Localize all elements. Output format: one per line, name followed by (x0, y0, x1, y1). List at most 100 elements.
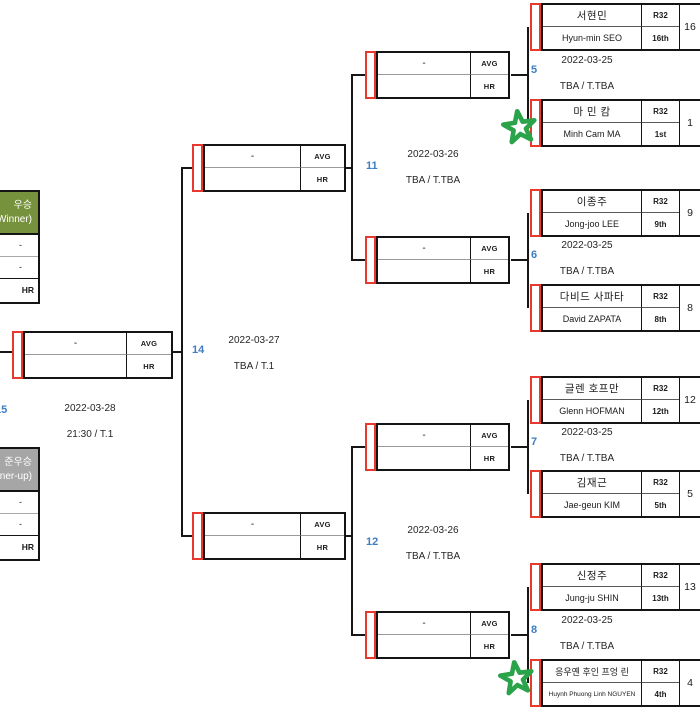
winner-slot: - (0, 235, 38, 257)
match-schedule: 2022-03-25 TBA / T.TBA (537, 426, 637, 465)
player-round: R32 (641, 101, 679, 123)
winner-title-en: (Winner) (0, 214, 32, 225)
player-name-ko: 응우옌 후인 프엉 린 (543, 661, 641, 683)
bracket-slot (530, 189, 541, 237)
match-number: 15 (0, 404, 8, 416)
hr-label: HR (21, 542, 34, 552)
runner-up-title-en: (Runner-up) (0, 471, 32, 482)
runner-up-header: 준우승 (Runner-up) (0, 449, 38, 492)
match-time: TBA / T.TBA (559, 266, 615, 277)
match-number: 6 (531, 249, 538, 261)
player-name-en: Glenn HOFMAN (559, 406, 625, 416)
connector-line (351, 447, 353, 636)
player-name-ko: 마 민 캄 (543, 101, 641, 123)
match-number: 14 (192, 344, 205, 356)
avg-label: AVG (470, 613, 508, 635)
match-score: - (205, 146, 300, 168)
player-rank: 4th (641, 683, 679, 705)
connector-line (351, 74, 366, 76)
match-schedule: 2022-03-25 TBA / T.TBA (537, 54, 637, 93)
connector-line (172, 351, 183, 353)
player-box-seo[interactable]: 서현민 R32 16 Hyun-min SEO 16th (530, 3, 700, 51)
player-box-zapata[interactable]: 다비드 사파타 R32 8 David ZAPATA 8th (530, 284, 700, 332)
match-box-6[interactable]: - AVG HR (365, 236, 510, 284)
player-seed: 8 (679, 286, 700, 330)
match-number: 12 (366, 536, 379, 548)
match-score-empty (378, 75, 470, 97)
bracket-slot (192, 144, 203, 192)
avg-label: AVG (300, 146, 344, 168)
match-score-empty (378, 635, 470, 657)
match-schedule: 2022-03-25 TBA / T.TBA (537, 239, 637, 278)
player-name-en: Hyun-min SEO (561, 33, 623, 43)
player-box-ma[interactable]: 마 민 캄 R32 1 Minh Cam MA 1st (530, 99, 700, 147)
match-date: 2022-03-27 (228, 335, 280, 346)
match-score: - (205, 514, 300, 536)
player-rank: 12th (641, 400, 679, 422)
match-box-7[interactable]: - AVG HR (365, 423, 510, 471)
player-box-hofman[interactable]: 글렌 호프만 R32 12 Glenn HOFMAN 12th (530, 376, 700, 424)
match-date: 2022-03-25 (561, 240, 613, 251)
match-time: TBA / T.TBA (559, 641, 615, 652)
hr-label: HR (21, 285, 34, 295)
match-schedule: 2022-03-26 TBA / T.TBA (383, 148, 483, 187)
star-icon (500, 108, 537, 145)
connector-line (181, 167, 193, 169)
match-box-5[interactable]: - AVG HR (365, 51, 510, 99)
player-name-en: Jong-joo LEE (564, 219, 620, 229)
match-box-14[interactable]: - AVG HR (12, 331, 173, 379)
hr-label: HR (470, 260, 508, 282)
player-rank: 8th (641, 308, 679, 330)
match-score-empty (378, 447, 470, 469)
match-score: - (378, 425, 470, 447)
connector-line (511, 74, 529, 76)
player-seed: 12 (679, 378, 700, 422)
runner-up-title-ko: 준우승 (4, 457, 32, 468)
player-rank: 1st (641, 123, 679, 145)
player-box-nguyen[interactable]: 응우옌 후인 프엉 린 R32 4 Huynh Phuong Linh NGUY… (530, 659, 700, 707)
player-round: R32 (641, 191, 679, 213)
match-time: 21:30 / T.1 (66, 429, 114, 440)
match-box-8[interactable]: - AVG HR (365, 611, 510, 659)
bracket-slot (530, 659, 541, 707)
avg-label: AVG (470, 53, 508, 75)
player-rank: 5th (641, 494, 679, 516)
match-time: TBA / T.TBA (559, 81, 615, 92)
player-rank: 13th (641, 587, 679, 609)
connector-line (351, 259, 366, 261)
connector-line (344, 167, 353, 169)
runner-up-box: 준우승 (Runner-up) - - HR (0, 447, 40, 561)
connector-line (351, 446, 366, 448)
match-box-11[interactable]: - AVG HR (192, 144, 346, 192)
match-date: 2022-03-26 (407, 149, 459, 160)
match-schedule: 2022-03-26 TBA / T.TBA (383, 524, 483, 563)
player-round: R32 (641, 661, 679, 683)
winner-box: 우승 (Winner) - - HR (0, 190, 40, 304)
bracket-slot (365, 423, 376, 471)
player-box-lee[interactable]: 이종주 R32 9 Jong-joo LEE 9th (530, 189, 700, 237)
bracket-slot (365, 236, 376, 284)
connector-line (511, 446, 529, 448)
avg-label: AVG (470, 425, 508, 447)
match-number: 11 (366, 160, 378, 172)
winner-header: 우승 (Winner) (0, 192, 38, 235)
hr-label: HR (300, 536, 344, 558)
bracket-slot (530, 470, 541, 518)
player-round: R32 (641, 286, 679, 308)
match-score-empty (205, 168, 300, 190)
player-name-en: Jung-ju SHIN (565, 593, 619, 603)
match-date: 2022-03-25 (561, 615, 613, 626)
match-score-empty (205, 536, 300, 558)
player-round: R32 (641, 472, 679, 494)
connector-line (344, 535, 353, 537)
match-score-empty (378, 260, 470, 282)
player-box-shin[interactable]: 신정주 R32 13 Jung-ju SHIN 13th (530, 563, 700, 611)
match-time: TBA / T.TBA (405, 175, 461, 186)
player-seed: 16 (679, 5, 700, 49)
match-box-12[interactable]: - AVG HR (192, 512, 346, 560)
player-seed: 9 (679, 191, 700, 235)
connector-line (0, 351, 13, 353)
player-seed: 13 (679, 565, 700, 609)
player-box-kim[interactable]: 김재근 R32 5 Jae-geun KIM 5th (530, 470, 700, 518)
hr-label: HR (470, 75, 508, 97)
